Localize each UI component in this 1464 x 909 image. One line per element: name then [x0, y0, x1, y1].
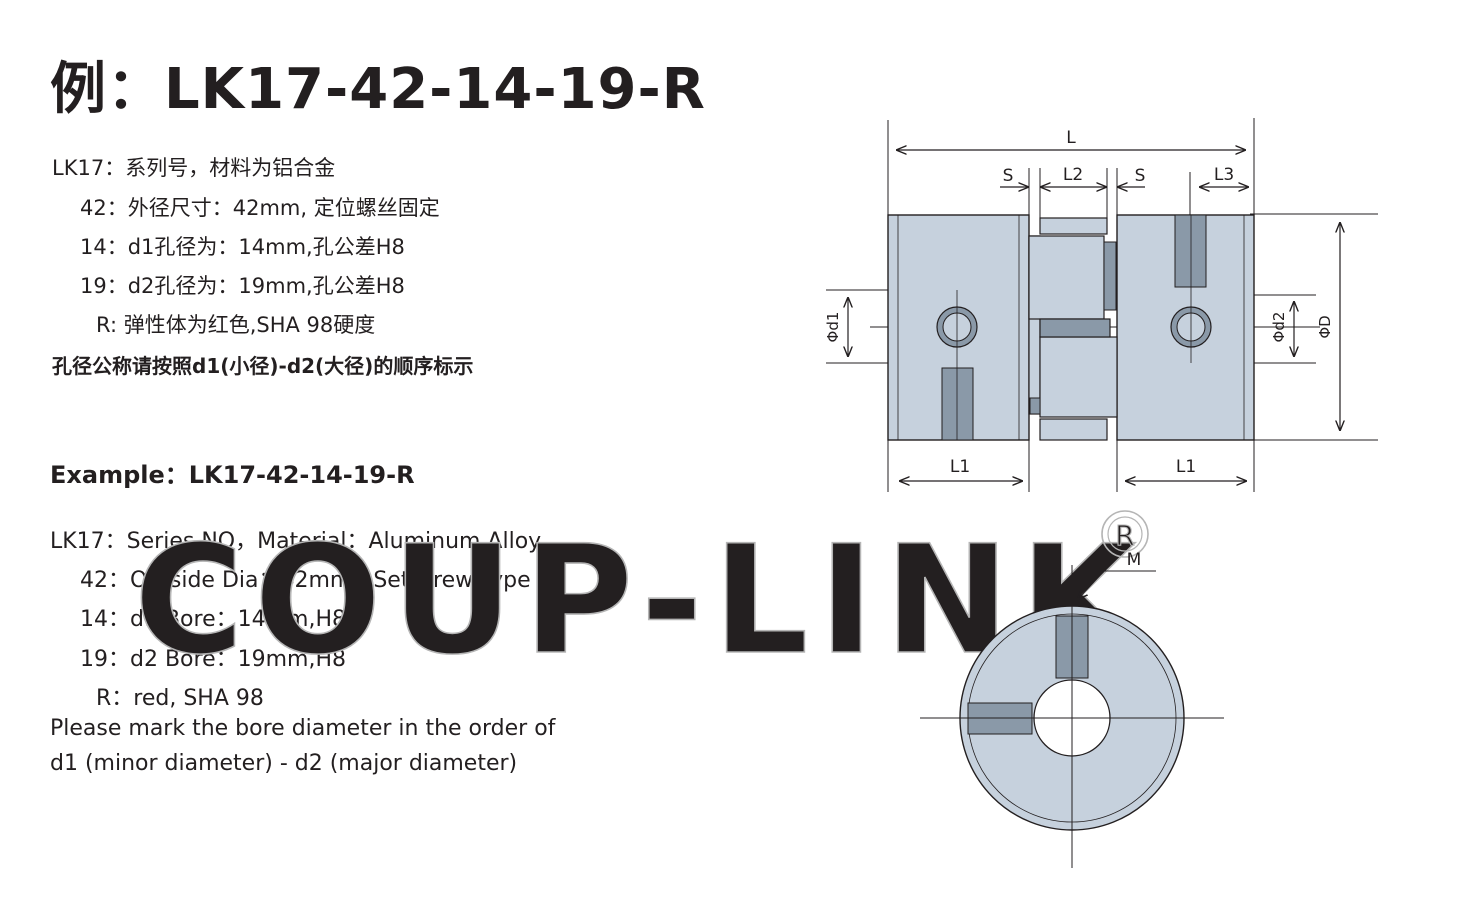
en-line-series: LK17：Series NO，Material：Aluminum Alloy: [50, 529, 542, 554]
dim-label-L: L: [1066, 128, 1076, 148]
en-line-d1: 14：d1 Bore：14mm,H8: [80, 607, 346, 632]
dim-label-d1: Φd1: [824, 312, 842, 343]
coupling-side-view: [887, 214, 1255, 441]
en-bore-note-line-1: Please mark the bore diameter in the ord…: [50, 716, 556, 741]
dim-label-D: ΦD: [1316, 315, 1334, 338]
cn-line-d2: 19：d2孔径为：19mm,孔公差H8: [80, 274, 405, 298]
page-title: 例：LK17-42-14-19-R: [50, 57, 706, 122]
example-title: Example：LK17-42-14-19-R: [50, 461, 415, 489]
en-line-d2: 19：d2 Bore：19mm,H8: [80, 647, 346, 672]
cn-line-elastomer: R: 弹性体为红色,SHA 98硬度: [96, 313, 376, 337]
dim-label-L1-left: L1: [950, 457, 970, 477]
cn-line-d1: 14：d1孔径为：14mm,孔公差H8: [80, 235, 405, 259]
en-line-elastomer: R：red, SHA 98: [96, 686, 264, 711]
brand-watermark: COUP-LINK: [134, 514, 1146, 688]
registered-trademark-icon: R: [1101, 510, 1149, 558]
dim-label-M: M: [1127, 550, 1142, 570]
dimension-lines: [848, 150, 1340, 481]
dim-label-d2: Φd2: [1270, 312, 1288, 343]
registered-letter: R: [1115, 519, 1134, 552]
en-bore-note-line-2: d1 (minor diameter) - d2 (major diameter…: [50, 751, 518, 776]
coupling-end-view: M: [920, 550, 1224, 868]
dim-label-S-left: S: [1003, 166, 1014, 186]
dim-label-S-right: S: [1135, 166, 1146, 186]
dim-label-L1-right: L1: [1176, 457, 1196, 477]
dim-label-L2: L2: [1063, 165, 1083, 185]
cn-line-outer-diameter: 42：外径尺寸：42mm, 定位螺丝固定: [80, 196, 440, 220]
cn-bore-order-note: 孔径公称请按照d1(小径)-d2(大径)的顺序标示: [52, 354, 474, 378]
dim-label-L3: L3: [1214, 165, 1234, 185]
en-line-outer-diameter: 42：Outside Dia：42mm，Setscrew Type: [80, 568, 531, 593]
cn-line-series: LK17：系列号，材料为铝合金: [52, 156, 336, 180]
